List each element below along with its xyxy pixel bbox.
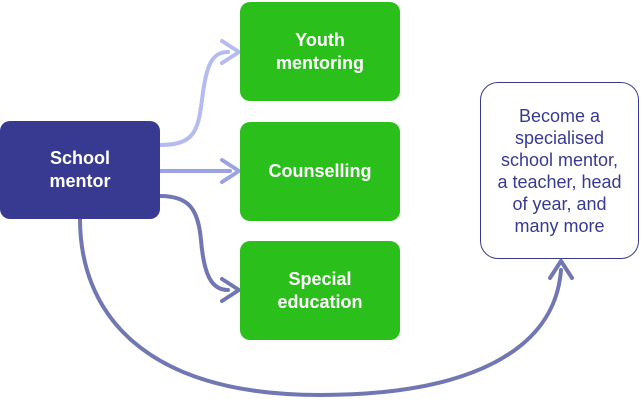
youth-mentoring-label: Youth mentoring xyxy=(276,29,364,73)
special-education-node: Special education xyxy=(240,241,400,340)
counselling-node: Counselling xyxy=(240,122,400,221)
school-mentor-node: School mentor xyxy=(0,121,160,219)
arrowhead-outcome xyxy=(548,259,574,280)
arrow-to-youth-mentoring xyxy=(158,50,230,147)
school-mentor-label: School mentor xyxy=(49,148,111,191)
arrowhead-counselling xyxy=(220,158,241,184)
counselling-label: Counselling xyxy=(268,161,372,181)
youth-mentoring-node: Youth mentoring xyxy=(240,2,400,101)
arrow-to-special-education xyxy=(158,194,230,292)
career-outcome-label: Become a specialised school mentor, a te… xyxy=(497,105,622,236)
arrowhead-youth-mentoring xyxy=(220,39,241,65)
career-outcome-node: Become a specialised school mentor, a te… xyxy=(480,82,639,259)
special-education-label: Special education xyxy=(277,268,363,312)
arrowhead-special-education xyxy=(220,277,241,303)
arrow-to-outcome xyxy=(78,217,563,398)
